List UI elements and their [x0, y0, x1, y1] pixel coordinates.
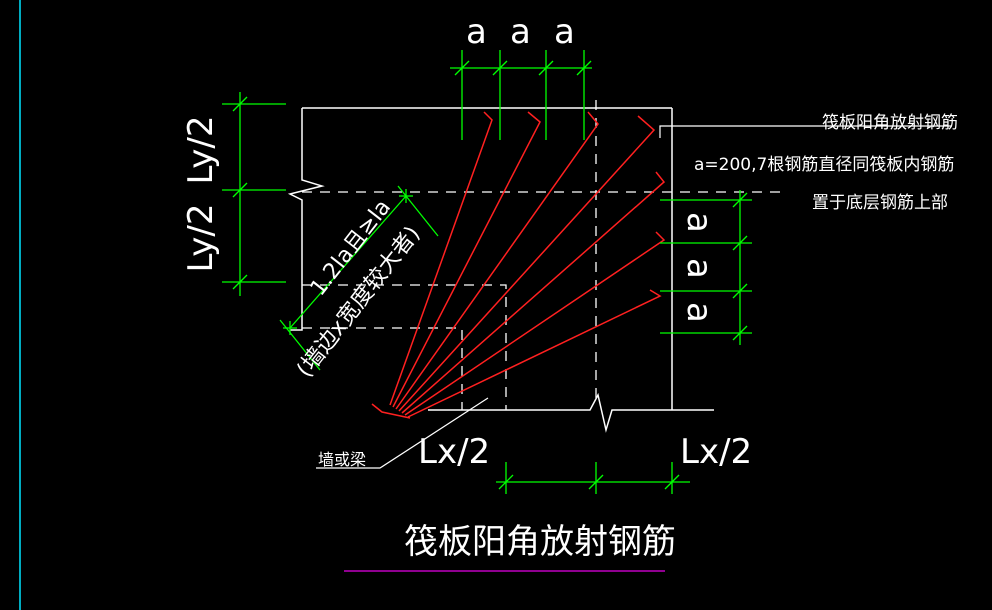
- radial-rebars: [371, 111, 666, 419]
- drawing-title: 筏板阳角放射钢筋: [404, 522, 676, 562]
- rebar-2: [392, 111, 541, 408]
- dim-bottom-tick-1: [498, 474, 514, 490]
- dim-label-right-a-3: a: [679, 302, 719, 323]
- dim-label-ly-lower: Ly/2: [181, 203, 221, 272]
- leaders: [316, 125, 952, 469]
- dim-label-top-a-1: a: [466, 12, 487, 52]
- rebar-1: [389, 111, 493, 406]
- rebar-hook: [371, 403, 411, 419]
- leader-note: [659, 125, 952, 138]
- dim-top-tick-1: [454, 60, 470, 76]
- dim-label-top-a-3: a: [554, 12, 575, 52]
- slab-outline: [287, 107, 714, 433]
- rebar-5: [401, 171, 666, 414]
- dim-top-tick-2: [492, 60, 508, 76]
- rebar-7: [407, 289, 662, 418]
- dim-label-right-a-2: a: [679, 258, 719, 279]
- note-placement: 置于底层钢筋上部: [812, 193, 948, 213]
- note-spacing: a=200,7根钢筋直径同筏板内钢筋: [694, 155, 954, 175]
- dim-top-tick-4: [576, 60, 592, 76]
- dim-label-lx-left: Lx/2: [418, 432, 490, 472]
- dim-diag-ext-top: [397, 185, 439, 237]
- rebar-4: [398, 115, 656, 412]
- note-title: 筏板阳角放射钢筋: [822, 113, 958, 133]
- slab-left-edge: [287, 108, 325, 331]
- dim-right-tick-1: [732, 192, 748, 208]
- dim-right-tick-2: [732, 235, 748, 251]
- dim-left-tick-3: [232, 274, 248, 290]
- dim-bottom-tick-3: [664, 474, 680, 490]
- dimensions: [222, 50, 752, 494]
- rebar-6: [404, 231, 666, 416]
- dim-bottom-tick-2: [588, 474, 604, 490]
- dim-label-ly-upper: Ly/2: [181, 115, 221, 184]
- dim-label-top-a-2: a: [510, 12, 531, 52]
- dim-left-tick-1: [232, 96, 248, 112]
- wall-label: 墙或梁: [318, 450, 366, 469]
- rebar-3: [395, 111, 599, 410]
- dim-diagonal-line: [289, 195, 407, 329]
- dim-top-tick-3: [538, 60, 554, 76]
- dim-right-tick-3: [732, 283, 748, 299]
- wall-dashed-lines: [302, 100, 780, 410]
- wall-outer-dashed: [302, 284, 507, 410]
- dim-label-lx-right: Lx/2: [680, 432, 752, 472]
- dim-label-right-a-1: a: [679, 212, 719, 233]
- leader-wall: [316, 397, 489, 469]
- dim-right-tick-4: [732, 325, 748, 341]
- slab-bottom-edge: [428, 392, 714, 433]
- dim-left-tick-2: [232, 182, 248, 198]
